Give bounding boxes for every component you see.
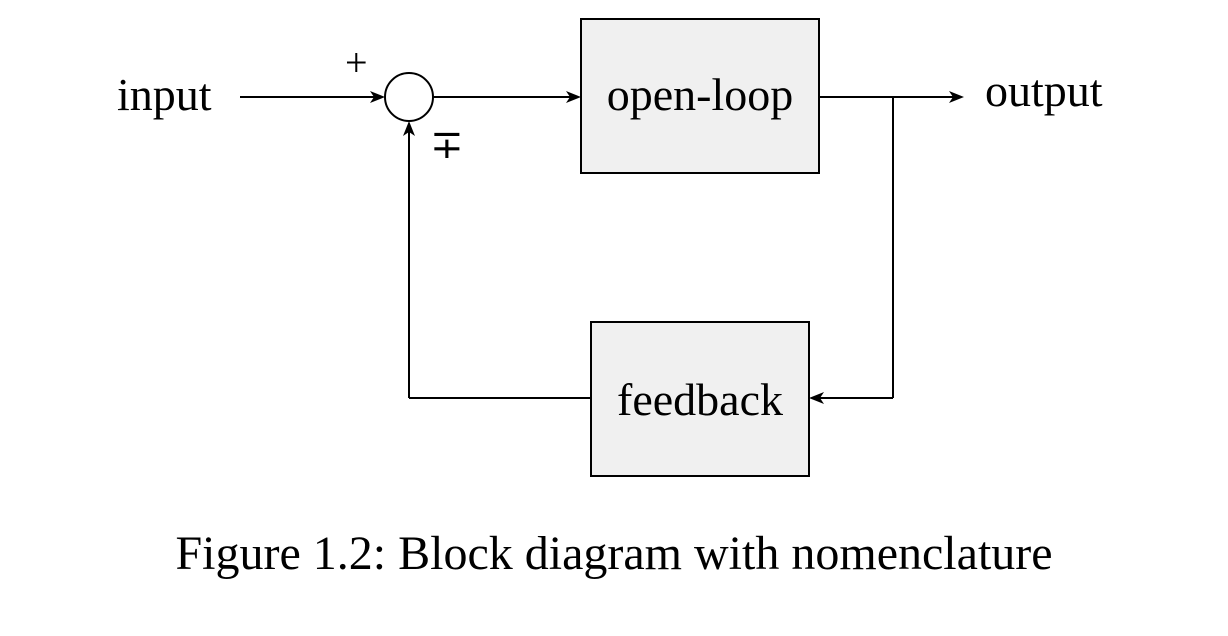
minus-plus-sign: ∓ <box>430 122 464 167</box>
output-arrowhead <box>949 91 964 103</box>
summer-feedback-arrowhead <box>403 121 415 136</box>
input-arrowhead <box>370 91 385 103</box>
feedback-block <box>590 321 810 477</box>
input-label: input <box>117 69 212 120</box>
summing-junction <box>384 72 434 122</box>
openloop-input-arrowhead <box>566 91 581 103</box>
output-label: output <box>985 65 1103 116</box>
feedback-label: feedback <box>617 374 783 425</box>
figure-caption: Figure 1.2: Block diagram with nomenclat… <box>175 527 1052 580</box>
open-loop-label: open-loop <box>607 69 794 120</box>
plus-sign: + <box>345 40 368 85</box>
feedback-input-arrowhead <box>809 392 824 404</box>
open-loop-block <box>580 18 820 174</box>
